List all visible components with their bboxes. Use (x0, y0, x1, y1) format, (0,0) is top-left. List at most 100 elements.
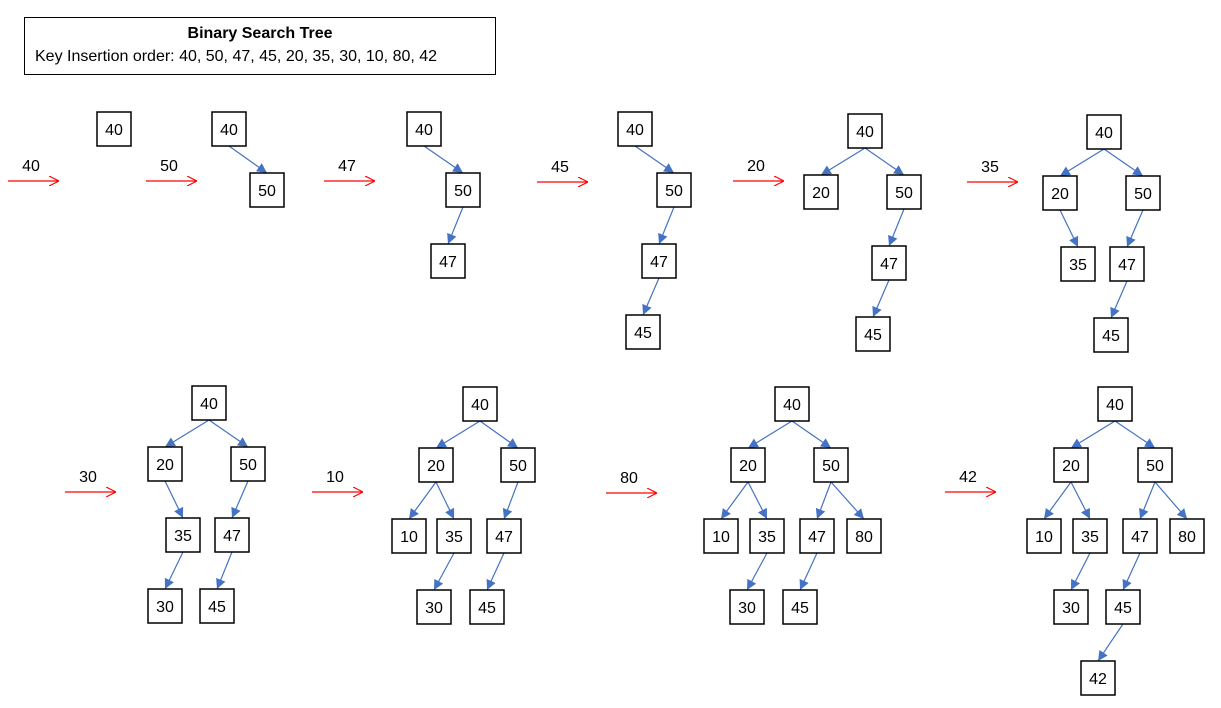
tree-edge (1070, 481, 1091, 519)
tree-node-value: 47 (1131, 529, 1149, 546)
insert-key-label: 45 (551, 159, 569, 176)
tree-node-box (1122, 518, 1158, 554)
tree-node-value: 47 (808, 529, 826, 546)
tree-edge (1044, 481, 1072, 519)
tree-node-value: 50 (239, 457, 257, 474)
tree-node-box (729, 589, 765, 625)
insert-key-label: 47 (338, 158, 356, 175)
tree-node-value: 40 (1106, 397, 1124, 414)
tree-node-value: 40 (856, 124, 874, 141)
tree-edge (447, 206, 464, 244)
tree-edge (164, 480, 184, 519)
tree-edge (747, 420, 793, 449)
tree-edge (1059, 209, 1079, 248)
tree-node-value: 47 (495, 529, 513, 546)
tree-node-value: 40 (783, 397, 801, 414)
tree-node-value: 42 (1089, 671, 1107, 688)
tree-node-box (799, 518, 835, 554)
tree-edge (165, 419, 210, 448)
tree-node-box (191, 385, 227, 421)
tree-edge (820, 147, 866, 176)
tree-node-box (416, 589, 452, 625)
tree-node-value: 10 (1035, 529, 1053, 546)
tree-node-value: 50 (665, 183, 683, 200)
tree-edge (864, 147, 904, 175)
tree-edge (423, 145, 463, 173)
tree-node-value: 20 (812, 185, 830, 202)
tree-node-value: 45 (478, 600, 496, 617)
tree-node-box (1060, 246, 1096, 282)
tree-node-box (430, 243, 466, 279)
tree-node-box (641, 243, 677, 279)
tree-node-value: 45 (634, 325, 652, 342)
diagram-title: Binary Search Tree (187, 25, 333, 42)
tree-node-box (1086, 114, 1122, 150)
tree-edge (409, 481, 437, 519)
tree-edge (1110, 280, 1128, 319)
tree-node-value: 30 (1062, 600, 1080, 617)
tree-node-value: 10 (400, 529, 418, 546)
tree-node-value: 80 (1178, 529, 1196, 546)
insert-key-label: 10 (326, 469, 344, 486)
tree-node-value: 20 (1051, 186, 1069, 203)
tree-node-value: 40 (105, 122, 123, 139)
tree-node-box (730, 447, 766, 483)
tree-node-value: 30 (156, 599, 174, 616)
tree-node-box (871, 245, 907, 281)
tree-node-box (469, 589, 505, 625)
tree-edge (1114, 420, 1155, 448)
tree-edge (435, 481, 455, 520)
tree-node-box (211, 111, 247, 147)
tree-edge (216, 551, 233, 589)
tree-node-value: 30 (738, 600, 756, 617)
tree-node-box (1072, 518, 1108, 554)
tree-edge (799, 552, 818, 590)
tree-node-value: 50 (258, 183, 276, 200)
tree-edge (1154, 481, 1187, 520)
tree-edge (721, 481, 749, 519)
tree-node-value: 80 (855, 529, 873, 546)
tree-node-box (1125, 175, 1161, 211)
tree-edge (830, 481, 865, 520)
insert-key-label: 35 (981, 159, 999, 176)
tree-node-box (418, 447, 454, 483)
tree-node-box (199, 588, 235, 624)
tree-node-value: 50 (1146, 458, 1164, 475)
tree-edge (1126, 209, 1144, 247)
tree-node-value: 45 (1114, 600, 1132, 617)
tree-edge (1103, 148, 1144, 176)
tree-node-box (855, 316, 891, 352)
tree-node-box (803, 174, 839, 210)
tree-node-box (1053, 589, 1089, 625)
tree-edge (1139, 481, 1156, 519)
tree-node-value: 50 (1134, 186, 1152, 203)
tree-edge (791, 420, 831, 448)
tree-node-value: 35 (1069, 257, 1087, 274)
tree-node-box (1105, 589, 1141, 625)
tree-node-box (249, 172, 285, 208)
insert-key-label: 80 (620, 470, 638, 487)
insertion-order-text: Key Insertion order: 40, 50, 47, 45, 20,… (35, 48, 438, 65)
tree-node-value: 10 (712, 529, 730, 546)
tree-node-value: 47 (439, 254, 457, 271)
tree-node-value: 45 (791, 600, 809, 617)
tree-node-box (703, 518, 739, 554)
tree-node-value: 47 (650, 254, 668, 271)
tree-node-value: 45 (1102, 328, 1120, 345)
tree-edge (746, 552, 768, 591)
tree-node-value: 20 (739, 458, 757, 475)
tree-node-value: 50 (509, 458, 527, 475)
tree-edge (1122, 552, 1141, 590)
tree-node-value: 20 (156, 457, 174, 474)
tree-node-value: 45 (208, 599, 226, 616)
tree-node-value: 45 (864, 327, 882, 344)
tree-node-box (1097, 386, 1133, 422)
tree-edge (815, 481, 832, 519)
tree-node-box (500, 447, 536, 483)
tree-edge (502, 481, 519, 519)
tree-node-box (462, 386, 498, 422)
tree-node-box (886, 174, 922, 210)
tree-node-box (1026, 518, 1062, 554)
tree-node-box (147, 588, 183, 624)
